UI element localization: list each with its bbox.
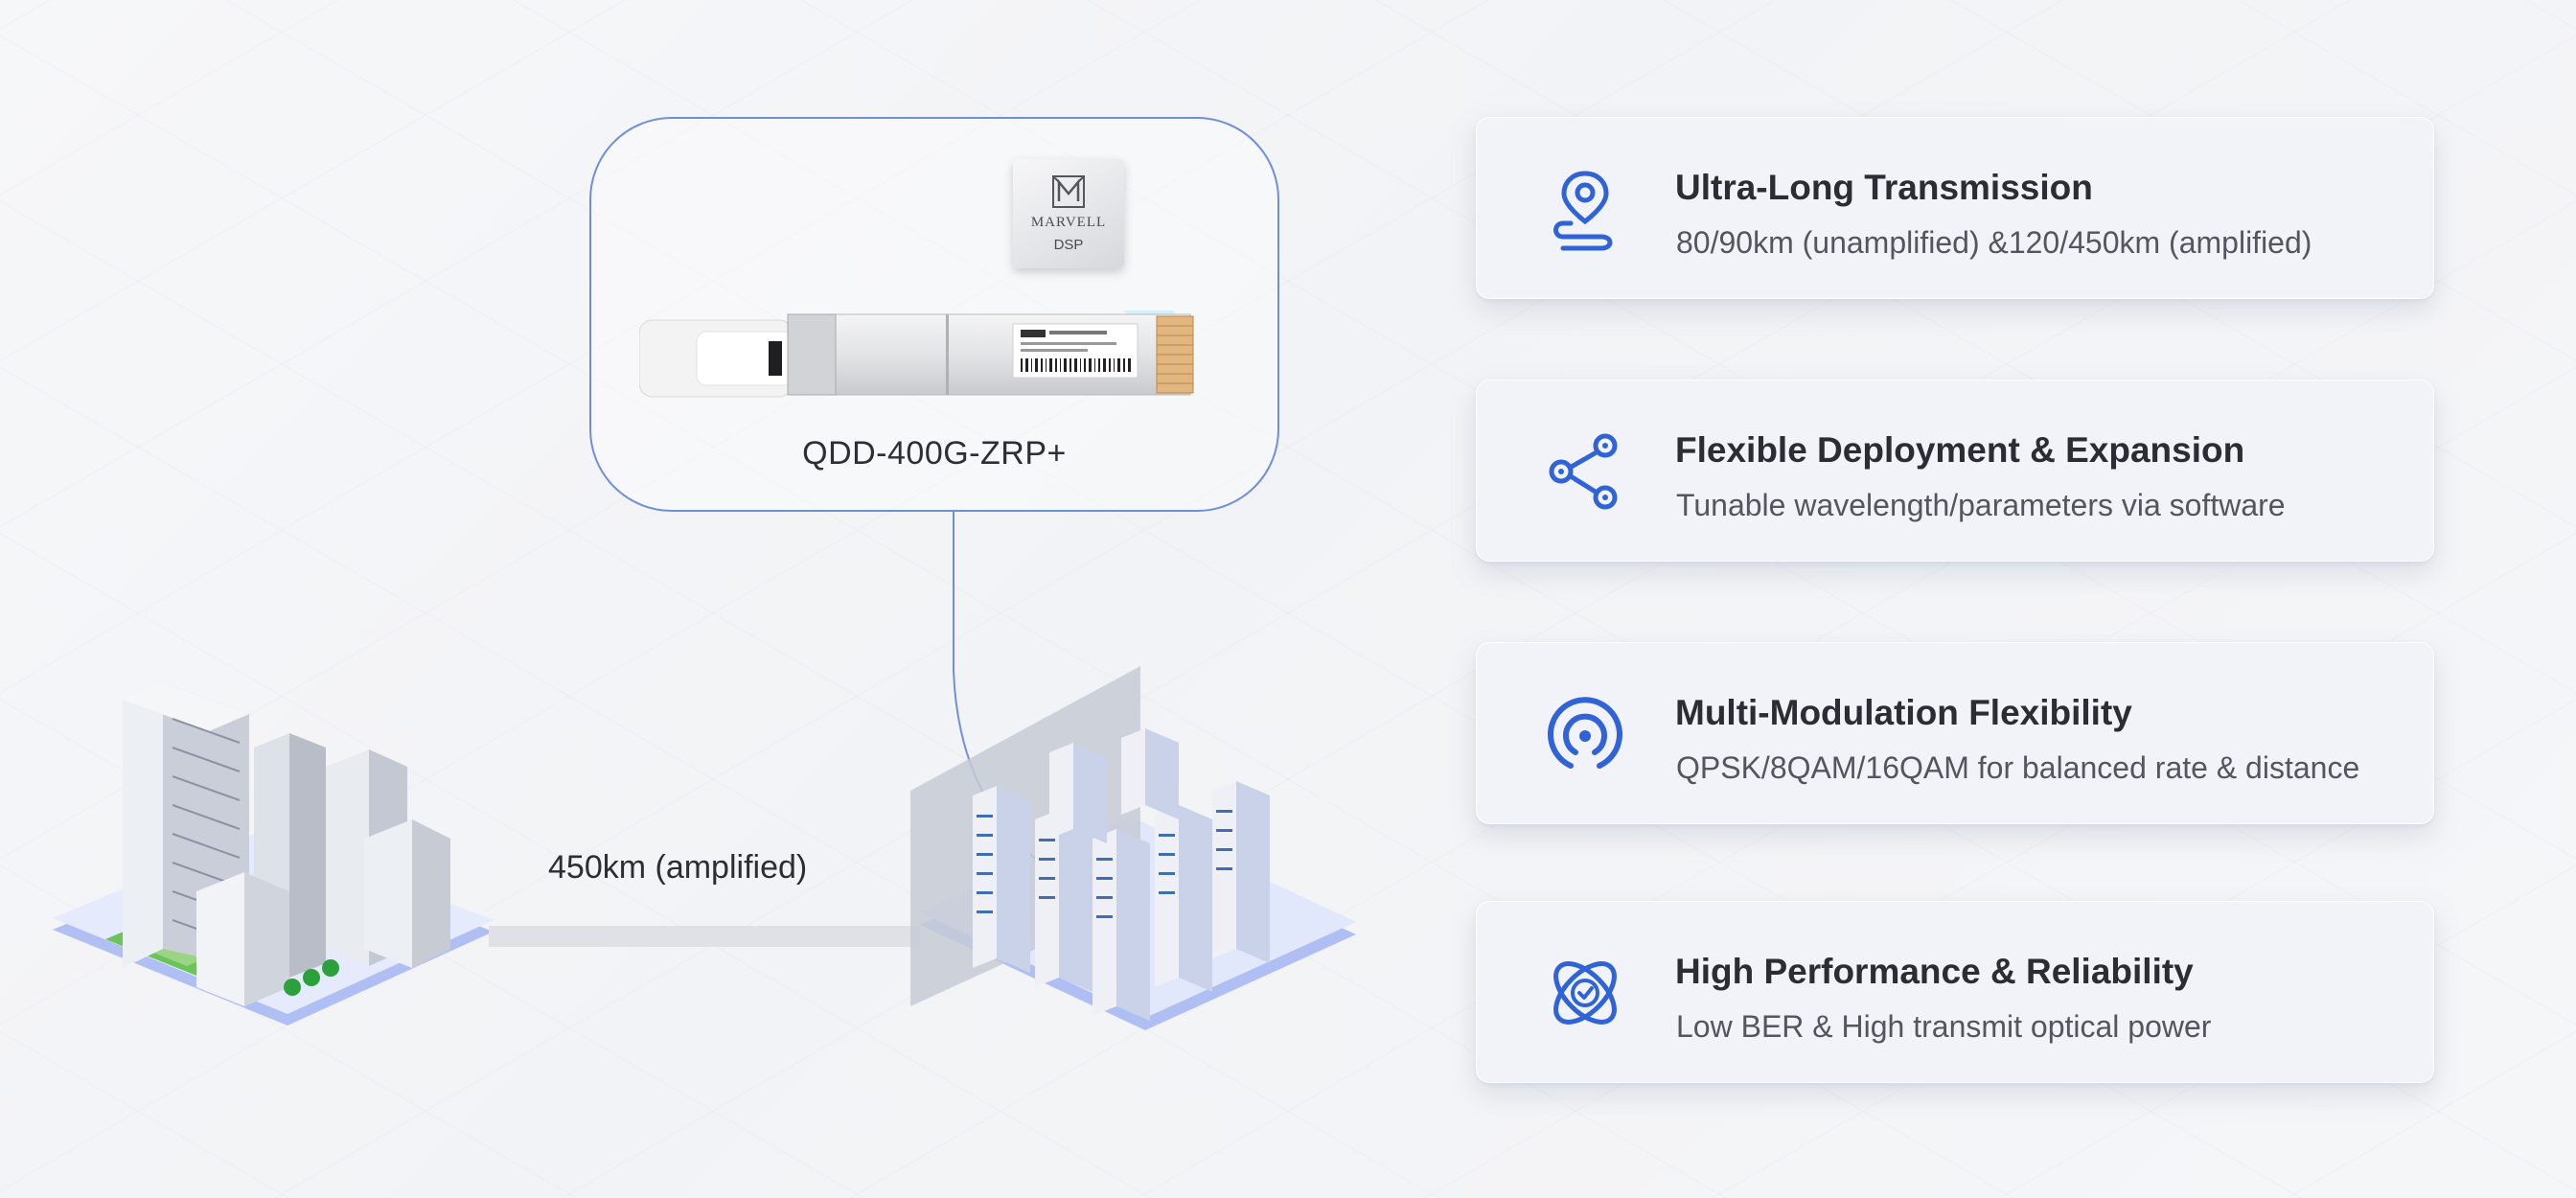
signal-broadcast-icon [1548,697,1622,769]
location-route-icon [1553,171,1613,251]
product-model: QDD-400G-ZRP+ [802,435,1067,472]
transceiver-module [639,311,1194,398]
feature-desc: 80/90km (unamplified) &120/450km (amplif… [1676,225,2312,260]
feature-title: Ultra-Long Transmission [1675,168,2093,207]
feature-title: High Performance & Reliability [1675,952,2194,991]
fiber-link [489,926,920,947]
feature-card-flexible: Flexible Deployment & Expansion Tunable … [1476,380,2434,562]
data-center-servers [910,666,1356,1030]
dsp-chip: MARVELL DSP [1013,159,1124,268]
chip-brand: MARVELL [1030,215,1107,230]
city-buildings [53,682,494,1025]
distance-label: 450km (amplified) [548,849,808,886]
feature-desc: QPSK/8QAM/16QAM for balanced rate & dist… [1676,750,2360,785]
feature-card-modulation: Multi-Modulation Flexibility QPSK/8QAM/1… [1476,642,2434,824]
chip-type: DSP [1053,237,1084,253]
feature-desc: Low BER & High transmit optical power [1676,1009,2212,1044]
feature-desc: Tunable wavelength/parameters via softwa… [1676,488,2286,522]
feature-title: Flexible Deployment & Expansion [1675,430,2245,470]
feature-card-performance: High Performance & Reliability Low BER &… [1476,901,2434,1083]
orbit-check-icon [1553,961,1617,1025]
feature-card-ultra-long: Ultra-Long Transmission 80/90km (unampli… [1476,117,2434,299]
product-callout: MARVELL DSP [589,117,1279,512]
share-nodes-icon [1549,433,1618,510]
marvell-logo-icon [1052,175,1085,208]
feature-title: Multi-Modulation Flexibility [1675,693,2132,732]
